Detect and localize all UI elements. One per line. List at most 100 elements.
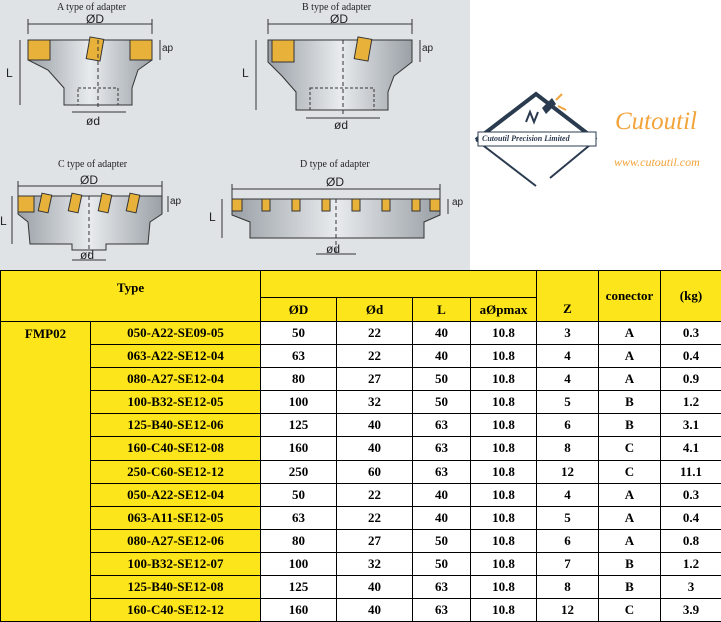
diagram-b-ap-label: ap bbox=[422, 43, 434, 54]
diagram-d-drawing bbox=[221, 184, 449, 255]
cell-apmax: 10.8 bbox=[470, 597, 537, 622]
brand-website[interactable]: www.cutoutil.com bbox=[614, 155, 700, 169]
cell-z: 8 bbox=[536, 436, 599, 461]
cell-z: 4 bbox=[536, 344, 599, 369]
cell-kg: 4.1 bbox=[660, 436, 721, 461]
cell-apmax: 10.8 bbox=[470, 528, 537, 553]
cell-kg: 3.1 bbox=[660, 413, 721, 438]
cell-apmax: 10.8 bbox=[470, 321, 537, 346]
diagram-c-d-label: ød bbox=[80, 248, 95, 262]
cell-conector: B bbox=[598, 390, 661, 415]
cell-l: 50 bbox=[412, 367, 471, 392]
cell-apmax: 10.8 bbox=[470, 344, 537, 369]
cell-od: 100 bbox=[260, 551, 337, 576]
cell-kg: 0.8 bbox=[660, 528, 721, 553]
cell-conector: A bbox=[598, 505, 661, 530]
group-label-fmp02: FMP02 bbox=[0, 321, 91, 622]
cell-apmax: 10.8 bbox=[470, 413, 537, 438]
cell-z: 6 bbox=[536, 528, 599, 553]
cell-l: 50 bbox=[412, 528, 471, 553]
col-header-z: Z bbox=[536, 269, 599, 323]
diagram-b-drawing bbox=[255, 19, 421, 119]
cell-kg: 0.3 bbox=[660, 482, 721, 507]
cell-l: 40 bbox=[412, 482, 471, 507]
diagram-b-d-label: ød bbox=[334, 118, 349, 132]
cell-l: 63 bbox=[412, 597, 471, 622]
diagram-d-d-label: ød bbox=[326, 242, 341, 256]
cell-conector: C bbox=[598, 459, 661, 484]
cell-z: 8 bbox=[536, 574, 599, 599]
cell-od: 80 bbox=[260, 367, 337, 392]
cell-od: 250 bbox=[260, 459, 337, 484]
cell-kg: 1.2 bbox=[660, 390, 721, 415]
cell-d: 22 bbox=[336, 482, 413, 507]
diagram-d-ap-label: ap bbox=[452, 197, 464, 208]
cell-od: 63 bbox=[260, 505, 337, 530]
cell-od: 160 bbox=[260, 436, 337, 461]
cell-od: 50 bbox=[260, 482, 337, 507]
cell-conector: C bbox=[598, 597, 661, 622]
cell-conector: A bbox=[598, 482, 661, 507]
cell-l: 63 bbox=[412, 413, 471, 438]
cell-z: 4 bbox=[536, 367, 599, 392]
cell-d: 22 bbox=[336, 321, 413, 346]
col-header-d: Ød bbox=[336, 297, 413, 323]
spec-table: Type Z conector (kg) ØD Ød L aØpmax FMP0… bbox=[0, 269, 721, 622]
diagram-c-drawing bbox=[11, 181, 169, 261]
cell-conector: B bbox=[598, 413, 661, 438]
cell-l: 40 bbox=[412, 344, 471, 369]
adapter-drawings bbox=[11, 19, 449, 261]
cell-d: 40 bbox=[336, 413, 413, 438]
diagram-a-drawing bbox=[19, 19, 161, 113]
cell-l: 40 bbox=[412, 321, 471, 346]
diagram-b-od-label: ØD bbox=[330, 12, 348, 26]
cell-d: 40 bbox=[336, 574, 413, 599]
cell-kg: 1.2 bbox=[660, 551, 721, 576]
cell-type-code: 050-A22-SE12-04 bbox=[90, 482, 261, 507]
col-header-apmax: aØpmax bbox=[470, 297, 537, 323]
cell-l: 63 bbox=[412, 459, 471, 484]
cell-type-code: 250-C60-SE12-12 bbox=[90, 459, 261, 484]
cell-od: 125 bbox=[260, 574, 337, 599]
cell-z: 5 bbox=[536, 505, 599, 530]
cell-kg: 0.3 bbox=[660, 321, 721, 346]
diagram-c-ap-label: ap bbox=[170, 196, 182, 207]
logo-emblem-icon bbox=[474, 91, 598, 187]
cell-l: 63 bbox=[412, 436, 471, 461]
cell-apmax: 10.8 bbox=[470, 436, 537, 461]
cell-type-code: 100-B32-SE12-07 bbox=[90, 551, 261, 576]
cell-z: 5 bbox=[536, 390, 599, 415]
diagram-b-caption: B type of adapter bbox=[302, 2, 372, 13]
diagram-c-caption: C type of adapter bbox=[58, 159, 128, 170]
cell-conector: C bbox=[598, 436, 661, 461]
cell-d: 27 bbox=[336, 528, 413, 553]
cell-d: 32 bbox=[336, 551, 413, 576]
diagram-c-l-label: L bbox=[0, 214, 7, 228]
cell-z: 3 bbox=[536, 321, 599, 346]
cell-z: 12 bbox=[536, 459, 599, 484]
cell-l: 40 bbox=[412, 505, 471, 530]
diagram-a-ap-label: ap bbox=[162, 43, 174, 54]
cell-kg: 0.4 bbox=[660, 505, 721, 530]
cell-z: 7 bbox=[536, 551, 599, 576]
cell-kg: 11.1 bbox=[660, 459, 721, 484]
cell-apmax: 10.8 bbox=[470, 574, 537, 599]
header-row: Type Z conector (kg) bbox=[0, 269, 721, 323]
cell-apmax: 10.8 bbox=[470, 459, 537, 484]
cell-type-code: 063-A22-SE12-04 bbox=[90, 344, 261, 369]
cell-apmax: 10.8 bbox=[470, 482, 537, 507]
col-header-od: ØD bbox=[260, 297, 337, 323]
cell-d: 27 bbox=[336, 367, 413, 392]
cell-conector: A bbox=[598, 528, 661, 553]
brand-name: Cutoutil bbox=[615, 108, 697, 135]
type-header: Type bbox=[0, 269, 261, 323]
cell-od: 63 bbox=[260, 344, 337, 369]
